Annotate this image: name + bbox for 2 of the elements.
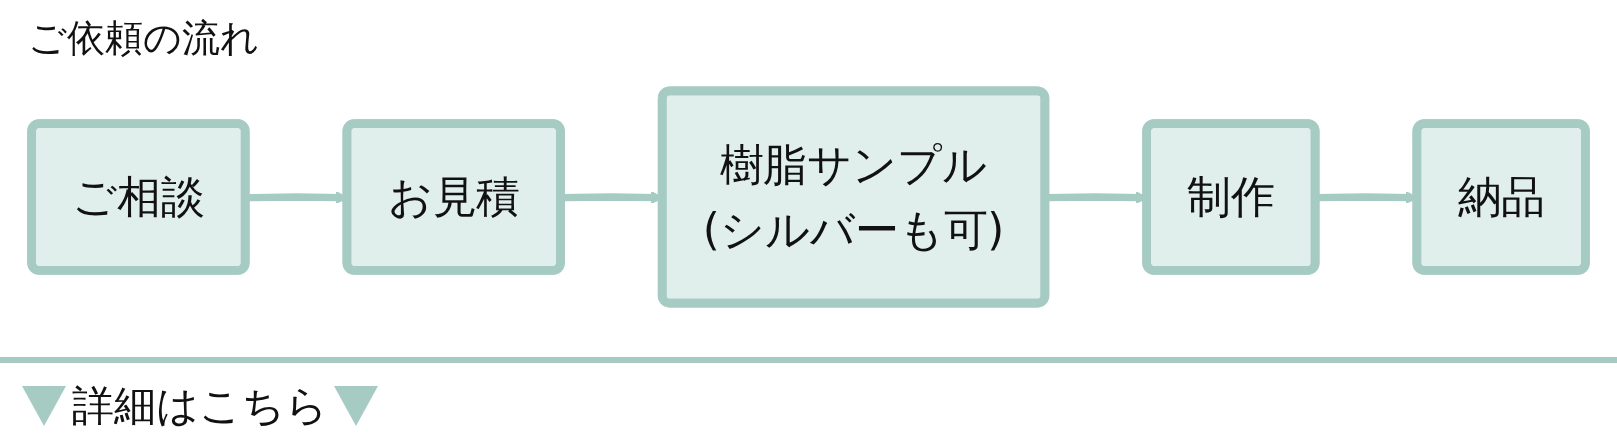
diagram-title: ご依頼の流れ <box>28 15 259 62</box>
link-text: 詳細はこちら <box>72 380 328 432</box>
